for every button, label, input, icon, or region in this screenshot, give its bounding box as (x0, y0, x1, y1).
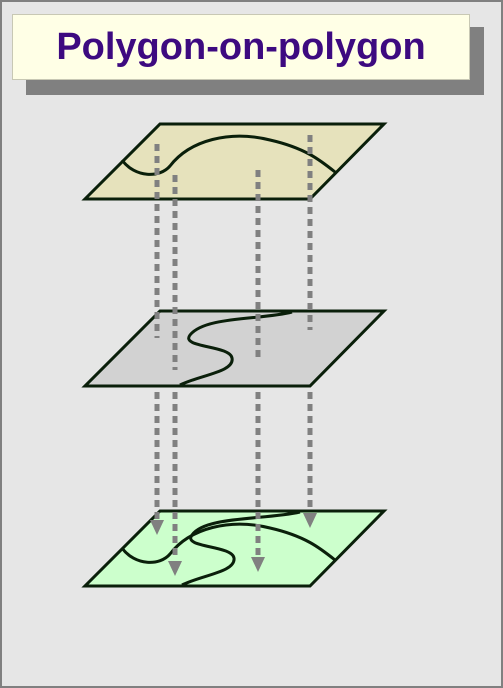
output-layer-bottom (81, 509, 388, 588)
bottom-layer-curve-from-top (120, 522, 336, 564)
arrow-4-head (303, 513, 317, 528)
diagram-title: Polygon-on-polygon (56, 25, 426, 68)
arrow-heads (150, 513, 317, 576)
title-box: Polygon-on-polygon (12, 14, 470, 80)
bottom-layer-parallelogram (81, 509, 388, 588)
middle-layer-boundary-curve (179, 310, 293, 387)
input-layer-top (81, 122, 388, 201)
bottom-layer-curve-from-middle (181, 510, 301, 587)
arrow-1-head (150, 520, 164, 535)
projection-arrows (154, 135, 313, 560)
arrow-2-head (168, 561, 182, 576)
overlay-layer-middle (81, 309, 388, 388)
arrow-3-head (251, 557, 265, 572)
middle-layer-parallelogram (81, 309, 388, 388)
